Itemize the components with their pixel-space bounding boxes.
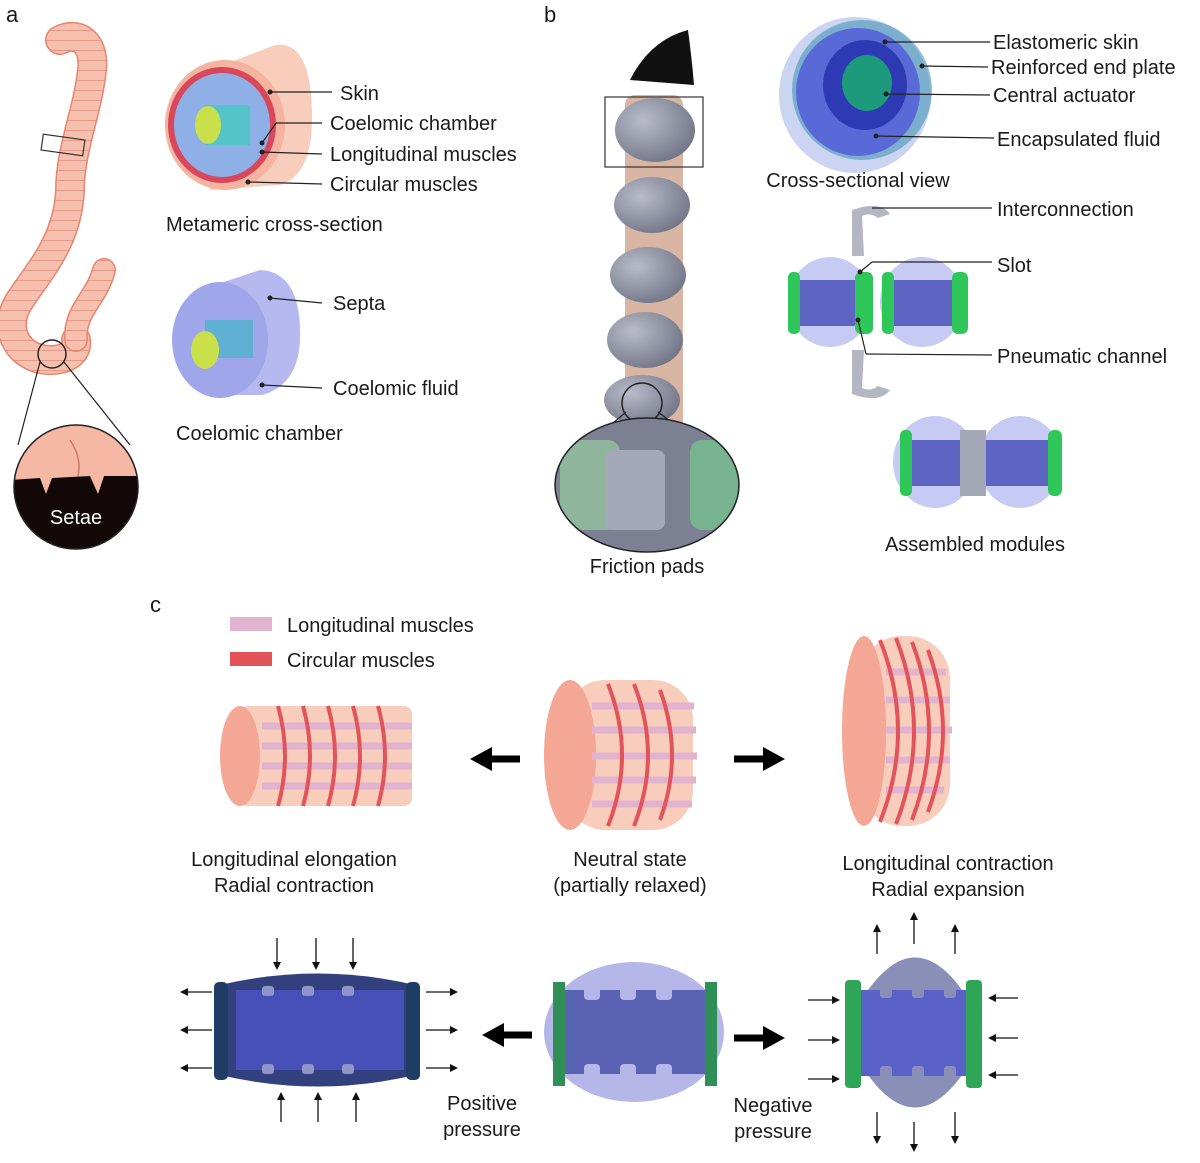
label-skin: Skin [340, 83, 379, 105]
label-elastomeric-skin: Elastomeric skin [993, 32, 1139, 54]
actuator-neutral [544, 962, 724, 1102]
negative-pressure-line2: pressure [734, 1121, 812, 1143]
panel-b: Friction pads Elastomeric skin Reinforce… [554, 17, 1176, 578]
segment-elongated [220, 705, 412, 807]
panel-letter-a: a [6, 2, 19, 27]
assembled-modules-drawing [893, 416, 1062, 508]
state-middle-line2: (partially relaxed) [553, 875, 706, 897]
cross-section-leaders [873, 39, 995, 139]
state-left-line1: Longitudinal elongation [191, 849, 397, 871]
label-encapsulated-fluid: Encapsulated fluid [997, 129, 1160, 151]
panel-a: Setae Skin Coelomic chamber Longitu [0, 21, 517, 550]
setae-label: Setae [50, 507, 102, 529]
legend-swatch-circular [230, 652, 272, 666]
positive-pressure-line2: pressure [443, 1119, 521, 1141]
arrow-right-lower [734, 1026, 785, 1050]
caption-coelomic-chamber: Coelomic chamber [176, 423, 343, 445]
label-interconnection: Interconnection [997, 199, 1134, 221]
label-coelomic-fluid: Coelomic fluid [333, 378, 459, 400]
legend-swatch-longitudinal [230, 617, 272, 631]
state-right-line2: Radial expansion [871, 879, 1024, 901]
arrow-right-upper [734, 747, 785, 771]
negative-pressure-line1: Negative [734, 1095, 813, 1117]
cross-section-drawing [779, 17, 932, 173]
label-central-actuator: Central actuator [993, 85, 1136, 107]
arrows-positive [180, 938, 458, 1122]
caption-friction-pads: Friction pads [590, 556, 705, 578]
actuator-negative [845, 957, 982, 1108]
friction-pad-zoom [555, 418, 739, 552]
label-septa: Septa [333, 293, 386, 315]
label-coelomic-chamber: Coelomic chamber [330, 113, 497, 135]
panel-c: Longitudinal muscles Circular muscles [180, 615, 1054, 1152]
caption-cross-sectional-view: Cross-sectional view [766, 170, 950, 192]
metameric-cross-section-drawing [165, 44, 313, 190]
panel-letter-c: c [150, 592, 161, 617]
caption-metameric: Metameric cross-section [166, 214, 383, 236]
state-left-line2: Radial contraction [214, 875, 374, 897]
legend-label-circular: Circular muscles [287, 650, 435, 672]
segment-contracted [842, 636, 952, 826]
label-pneumatic-channel: Pneumatic channel [997, 346, 1167, 368]
segment-highlight-box [40, 133, 86, 157]
robot-drawing [554, 30, 740, 553]
actuator-positive [214, 973, 420, 1087]
setae-zoom [14, 425, 138, 549]
robot-highlight-box [604, 96, 704, 168]
arrow-left-upper [470, 747, 520, 771]
state-right-line1: Longitudinal contraction [842, 853, 1053, 875]
segment-neutral [544, 680, 697, 830]
positive-pressure-line1: Positive [447, 1093, 517, 1115]
label-reinforced-end-plate: Reinforced end plate [991, 57, 1176, 79]
arrow-left-lower [482, 1023, 532, 1047]
module-leaders [855, 207, 993, 356]
legend-label-longitudinal: Longitudinal muscles [287, 615, 474, 637]
module-exploded-drawing [788, 205, 968, 399]
label-circular-muscles: Circular muscles [330, 174, 478, 196]
metameric-leaders [245, 89, 332, 389]
label-longitudinal-muscles: Longitudinal muscles [330, 144, 517, 166]
label-slot: Slot [997, 255, 1032, 277]
coelomic-chamber-drawing [172, 270, 301, 398]
magnifier-ring [37, 339, 67, 369]
arrows-negative [808, 912, 1018, 1152]
state-middle-line1: Neutral state [573, 849, 686, 871]
caption-assembled-modules: Assembled modules [885, 534, 1065, 556]
panel-letter-b: b [544, 2, 556, 27]
